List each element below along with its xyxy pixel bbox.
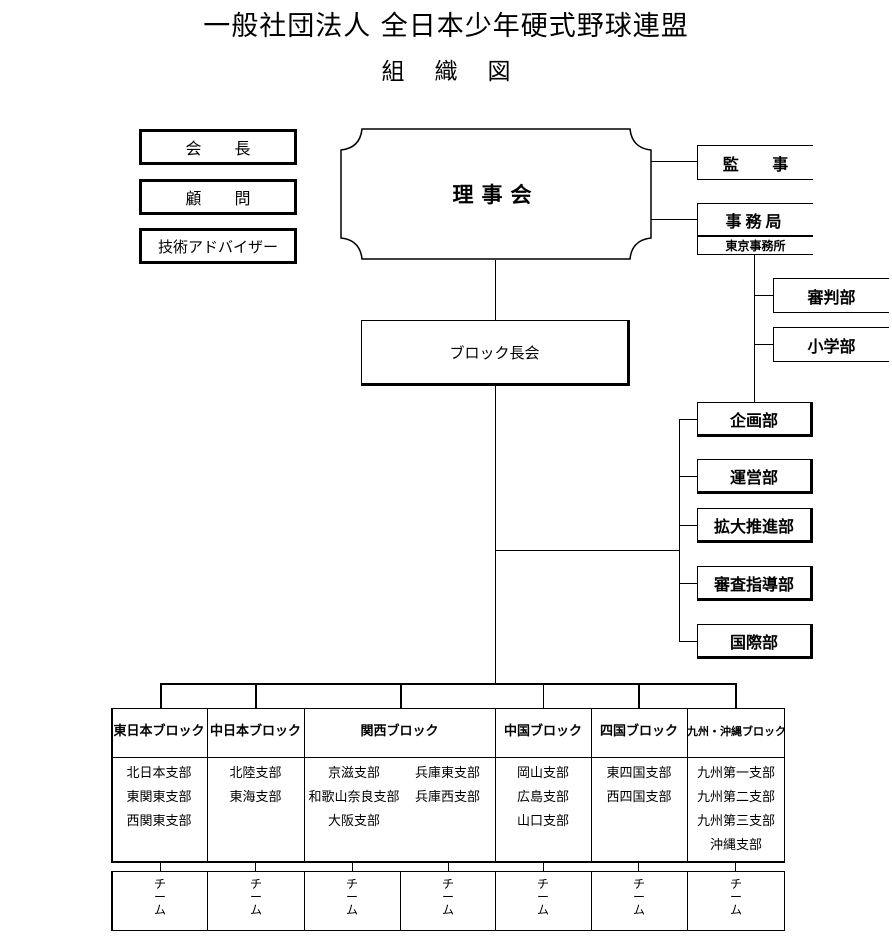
block-header-east: 東日本ブロック (113, 724, 205, 739)
page-title: 一般社団法人 全日本少年硬式野球連盟 (203, 11, 689, 42)
block-header-kansai: 関西ブロック (360, 724, 439, 739)
dept-planning: 企画部 (697, 402, 813, 437)
branch: 沖縄支部 (709, 838, 762, 853)
team-label: チーム (249, 877, 262, 917)
branch: 西関東支部 (126, 814, 192, 829)
team-label: チーム (153, 877, 166, 917)
team-label: チーム (536, 877, 549, 917)
branch: 北日本支部 (126, 766, 192, 781)
branch: 東四国支部 (606, 766, 672, 781)
team-label: チーム (729, 877, 742, 917)
tokyo-office-box: 東京事務所 (697, 236, 813, 255)
board-label: 理事会 (452, 182, 540, 207)
dept-inspection: 審査指導部 (697, 566, 813, 601)
branch: 兵庫東支部 (414, 766, 480, 781)
dept-expansion: 拡大推進部 (697, 508, 813, 543)
auditor-box: 監 事 (697, 145, 813, 180)
branch: 大阪支部 (327, 814, 380, 829)
branch: 和歌山奈良支部 (308, 790, 400, 805)
block-header-chugoku: 中国ブロック (503, 724, 582, 739)
branch: 兵庫西支部 (414, 790, 480, 805)
page-subtitle: 組織図 (381, 59, 541, 85)
dept-umpire: 審判部 (773, 278, 889, 313)
branch: 九州第二支部 (696, 790, 775, 805)
branch: 西四国支部 (606, 790, 672, 805)
blocks-table (111, 708, 785, 863)
dept-international: 国際部 (697, 624, 813, 659)
branch: 東海支部 (229, 790, 282, 805)
branch: 九州第三支部 (696, 814, 775, 829)
branch: 広島支部 (516, 790, 569, 805)
branch: 北陸支部 (229, 766, 282, 781)
dept-operations: 運営部 (697, 459, 813, 494)
block-header-kyushu: 九州・沖縄ブロック (687, 725, 786, 738)
branch: 東関東支部 (126, 790, 192, 805)
block-council-box: ブロック長会 (361, 320, 630, 386)
role-advisor: 顧 問 (139, 179, 297, 215)
board-frame (340, 128, 652, 260)
secretariat-box: 事務局 (697, 203, 813, 236)
role-technical-advisor: 技術アドバイザー (139, 228, 297, 264)
branch: 九州第一支部 (696, 766, 775, 781)
role-president: 会 長 (139, 129, 297, 165)
block-header-shikoku: 四国ブロック (599, 724, 678, 739)
teams-row (111, 871, 785, 931)
team-label: チーム (632, 877, 645, 917)
branch: 山口支部 (516, 814, 569, 829)
branch: 京滋支部 (327, 766, 380, 781)
branch: 岡山支部 (516, 766, 569, 781)
dept-elementary: 小学部 (773, 327, 889, 362)
team-label: チーム (345, 877, 358, 917)
block-header-central: 中日本ブロック (209, 724, 301, 739)
team-label: チーム (441, 877, 454, 917)
